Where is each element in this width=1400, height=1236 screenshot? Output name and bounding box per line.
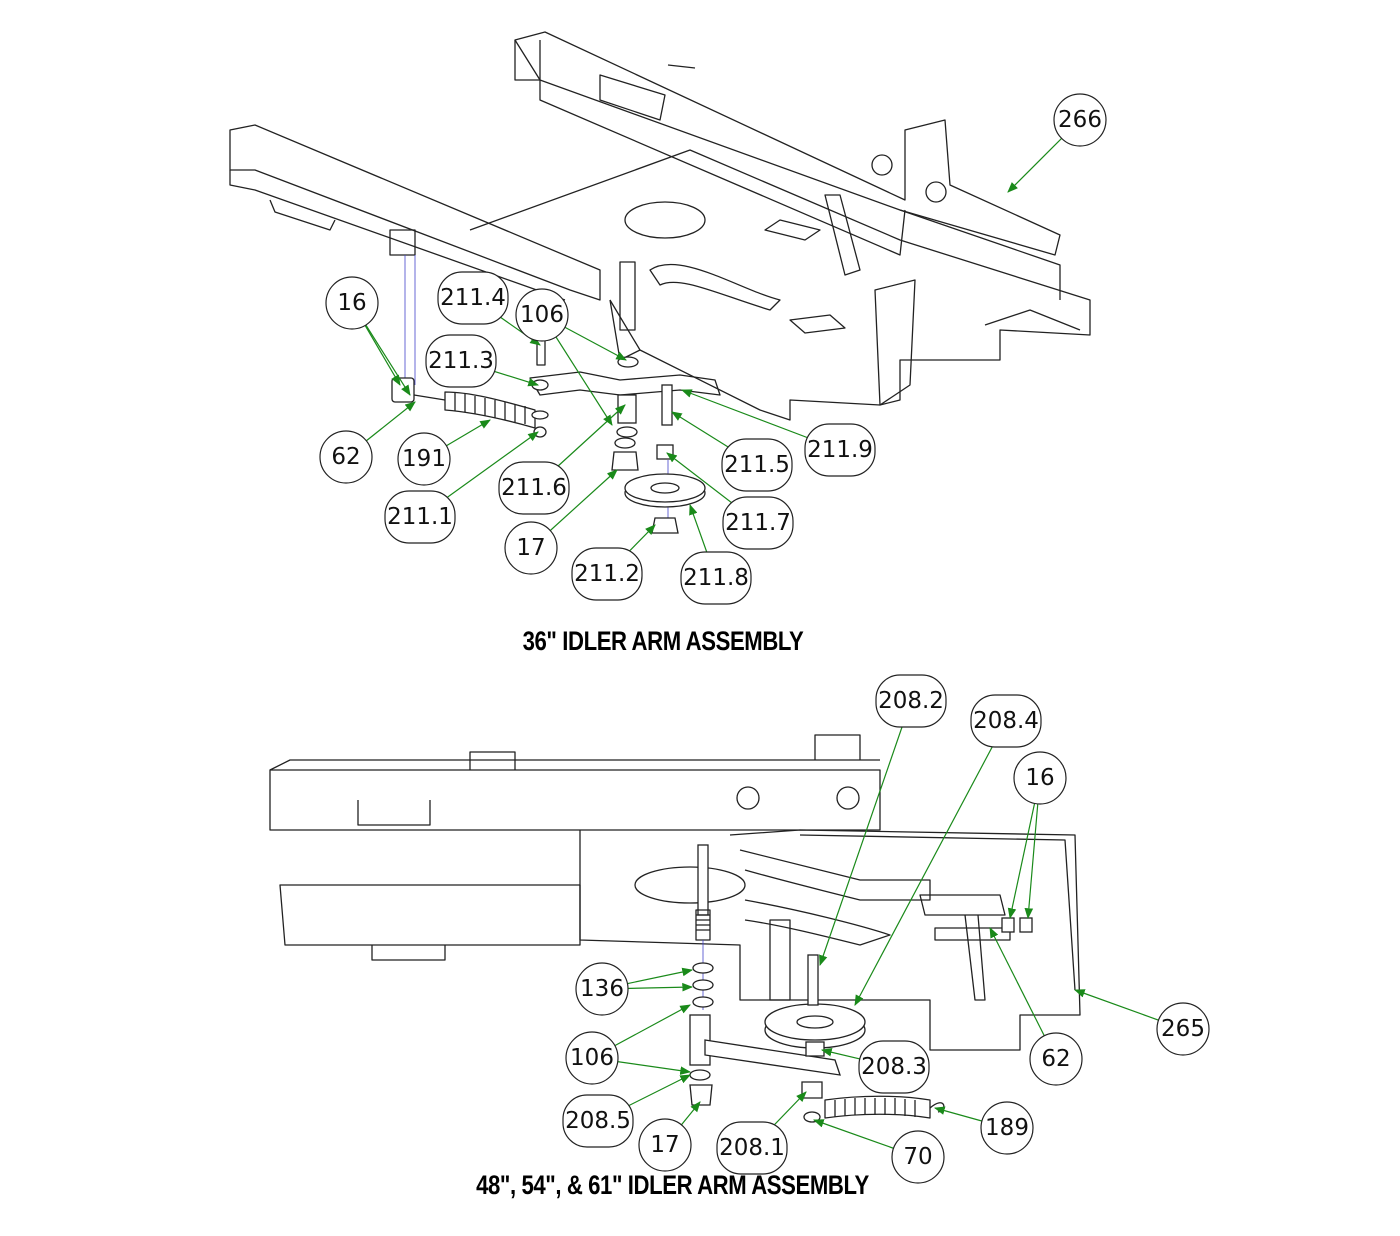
part-number: 189 xyxy=(985,1115,1029,1141)
part-number: 211.1 xyxy=(387,504,453,530)
callout-top-211-1: 211.1 xyxy=(384,490,456,544)
callout-top-211-5: 211.5 xyxy=(721,438,793,492)
part-number: 211.3 xyxy=(428,348,494,374)
part-number: 106 xyxy=(520,302,564,328)
part-number: 211.9 xyxy=(807,437,873,463)
part-number: 16 xyxy=(337,290,366,316)
callout-bubble xyxy=(858,1040,930,1094)
callout-top-191: 191 xyxy=(397,432,451,486)
callout-bottom-208-3: 208.3 xyxy=(858,1040,930,1094)
part-number: 208.3 xyxy=(861,1054,927,1080)
callout-bubble xyxy=(680,551,752,605)
callout-bubble xyxy=(319,430,373,484)
callout-bubble xyxy=(970,694,1042,748)
part-number: 62 xyxy=(331,444,360,470)
bottom-assembly-title: 48", 54", & 61" IDLER ARM ASSEMBLY xyxy=(476,1170,869,1200)
callout-top-211-4: 211.4 xyxy=(437,271,509,325)
callout-bottom-208-4: 208.4 xyxy=(970,694,1042,748)
callout-bubble xyxy=(980,1101,1034,1155)
callout-bubble xyxy=(325,276,379,330)
part-number: 136 xyxy=(580,976,624,1002)
leader-line xyxy=(819,700,912,967)
callout-bubble xyxy=(1156,1002,1210,1056)
callout-bottom-208-1: 208.1 xyxy=(716,1121,788,1175)
top-assembly-title: 36" IDLER ARM ASSEMBLY xyxy=(522,626,804,656)
callout-bottom-70: 70 xyxy=(891,1130,945,1184)
callout-top-211-3: 211.3 xyxy=(425,334,497,388)
callout-bubble xyxy=(716,1121,788,1175)
part-number: 211.8 xyxy=(683,565,749,591)
callout-top-211-9: 211.9 xyxy=(804,423,876,477)
callout-top-211-7: 211.7 xyxy=(722,496,794,550)
callout-bubble xyxy=(571,547,643,601)
part-number: 211.7 xyxy=(725,510,791,536)
callout-bottom-136: 136 xyxy=(575,962,629,1016)
part-number: 265 xyxy=(1161,1016,1205,1042)
callout-bubble xyxy=(425,334,497,388)
callout-bubble xyxy=(722,496,794,550)
callout-bubble xyxy=(397,432,451,486)
part-number: 211.4 xyxy=(440,285,506,311)
callout-bottom-16: 16 xyxy=(1013,751,1067,805)
callout-bubble xyxy=(1029,1032,1083,1086)
callout-bubble xyxy=(498,461,570,515)
callout-bubble xyxy=(721,438,793,492)
leader-line xyxy=(854,720,1007,1006)
callout-top-211-2: 211.2 xyxy=(571,547,643,601)
part-number: 208.1 xyxy=(719,1135,785,1161)
part-number: 208.4 xyxy=(973,708,1039,734)
callout-bubble xyxy=(565,1031,619,1085)
callout-bubble xyxy=(875,674,947,728)
part-number: 17 xyxy=(650,1132,679,1158)
callout-top-211-6: 211.6 xyxy=(498,461,570,515)
callout-bubble xyxy=(504,521,558,575)
callout-bubble xyxy=(891,1130,945,1184)
callout-bubble xyxy=(638,1118,692,1172)
callout-bubble xyxy=(515,288,569,342)
part-number: 208.5 xyxy=(565,1108,631,1134)
callout-bottom-265: 265 xyxy=(1156,1002,1210,1056)
callout-top-62: 62 xyxy=(319,430,373,484)
bottom-frame-drawing xyxy=(269,734,1081,1123)
callout-bottom-208-2: 208.2 xyxy=(875,674,947,728)
part-number: 62 xyxy=(1041,1046,1070,1072)
part-number: 266 xyxy=(1058,107,1102,133)
callout-top-266: 266 xyxy=(1053,93,1107,147)
part-number: 211.2 xyxy=(574,561,640,587)
callout-top-211-8: 211.8 xyxy=(680,551,752,605)
callout-bottom-62: 62 xyxy=(1029,1032,1083,1086)
callout-bubble xyxy=(1053,93,1107,147)
callout-top-17: 17 xyxy=(504,521,558,575)
part-number: 208.2 xyxy=(878,688,944,714)
callout-bubble xyxy=(384,490,456,544)
callout-bottom-189: 189 xyxy=(980,1101,1034,1155)
top-frame-drawing xyxy=(229,31,1091,534)
callout-bubble xyxy=(575,962,629,1016)
callout-bubble xyxy=(804,423,876,477)
callout-top-16: 16 xyxy=(325,276,379,330)
part-number: 106 xyxy=(570,1045,614,1071)
part-number: 16 xyxy=(1025,765,1054,791)
callout-top-106: 106 xyxy=(515,288,569,342)
part-number: 191 xyxy=(402,446,446,472)
part-number: 211.6 xyxy=(501,475,567,501)
callout-bottom-17: 17 xyxy=(638,1118,692,1172)
part-number: 17 xyxy=(516,535,545,561)
callout-bottom-208-5: 208.5 xyxy=(562,1094,634,1148)
callout-bubble xyxy=(1013,751,1067,805)
callout-bubble xyxy=(562,1094,634,1148)
callout-bottom-106: 106 xyxy=(565,1031,619,1085)
part-number: 70 xyxy=(903,1144,932,1170)
part-number: 211.5 xyxy=(724,452,790,478)
callout-bubble xyxy=(437,271,509,325)
